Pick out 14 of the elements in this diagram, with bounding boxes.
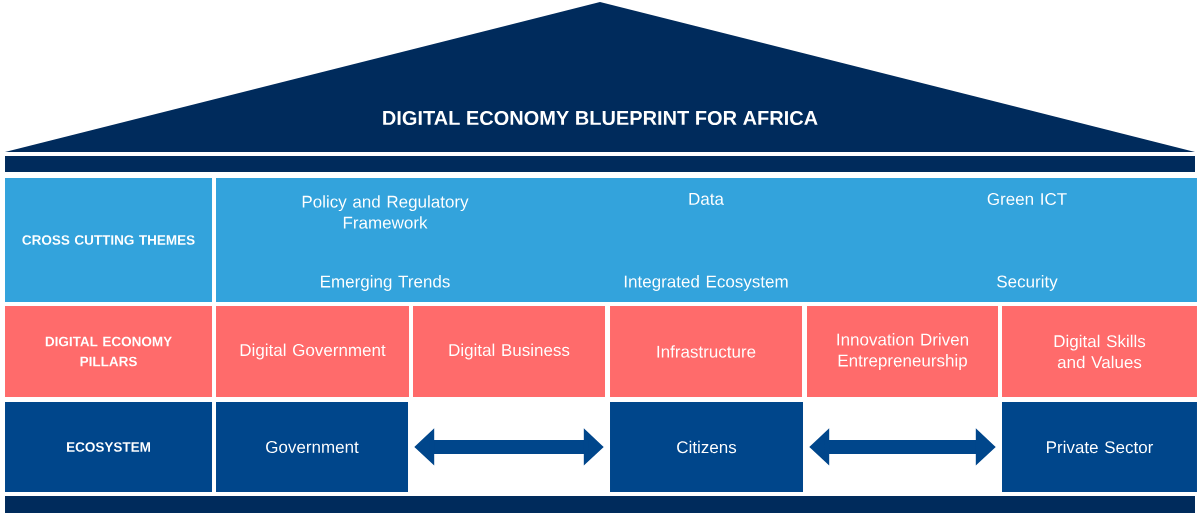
row-heading: DIGITAL ECONOMY PILLARS [5,306,212,397]
ecosystem-box: Citizens [610,402,803,492]
pillar-box: Digital Skills and Values [1002,306,1197,397]
row-heading: ECOSYSTEM [5,402,212,492]
pillar-box: Digital Government [216,306,409,397]
band [5,496,1195,513]
roof-triangle: DIGITAL ECONOMY BLUEPRINT FOR AFRICA [5,2,1195,152]
band [5,156,1195,172]
ecosystem-box: Government [216,402,408,492]
pillar-box: Infrastructure [610,306,802,397]
ecosystem-box: Private Sector [1002,402,1197,492]
row-heading: CROSS CUTTING THEMES [5,178,212,302]
pillar-box: Innovation Driven Entrepreneurship [807,306,998,397]
pillar-box: Digital Business [413,306,605,397]
